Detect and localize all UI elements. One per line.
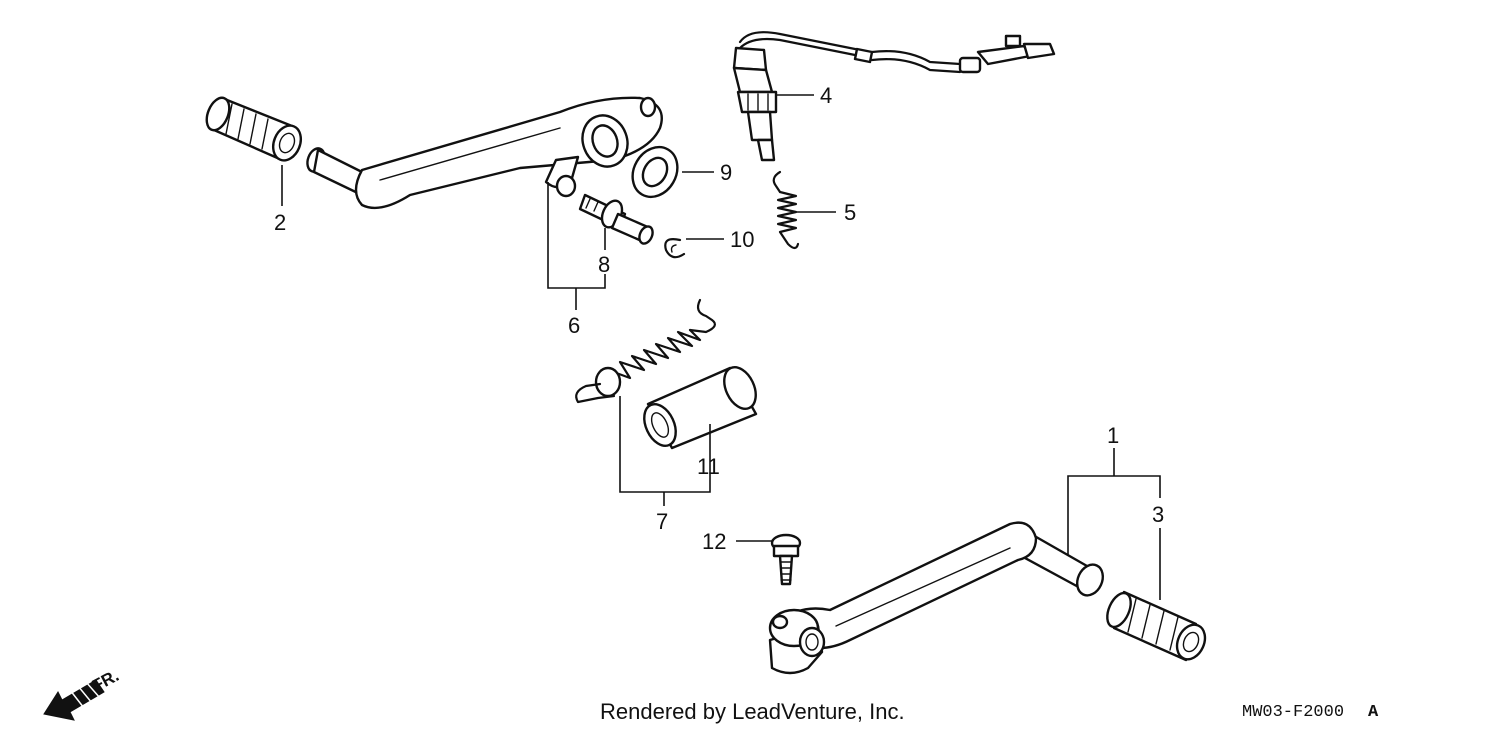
bolt-12[interactable] (770, 533, 802, 586)
diagram-code-suffix: A (1368, 703, 1379, 722)
callout-3: 3 (1152, 502, 1164, 527)
callout-11: 11 (697, 454, 720, 479)
return-spring[interactable] (575, 298, 716, 404)
callout-5: 5 (844, 200, 856, 225)
callout-9: 9 (720, 160, 732, 185)
gearshift-pedal[interactable] (768, 521, 1108, 675)
pivot-bolt[interactable] (578, 193, 655, 246)
gearshift-rubber[interactable] (1103, 589, 1211, 663)
front-direction-arrow-icon (43, 679, 105, 721)
footpeg-rubber-upper[interactable] (202, 94, 305, 164)
diagram-code: MW03-F2000 (1242, 703, 1344, 722)
washer[interactable] (624, 139, 686, 205)
brake-light-switch[interactable] (732, 31, 1056, 162)
callout-7: 7 (656, 509, 668, 534)
callout-4: 4 (820, 83, 832, 108)
callout-12: 12 (702, 529, 726, 554)
callout-8: 8 (598, 252, 610, 277)
spring-collar[interactable] (638, 362, 762, 451)
callout-1: 1 (1107, 423, 1119, 448)
callout-2: 2 (274, 210, 286, 235)
credit-text: Rendered by LeadVenture, Inc. (600, 699, 905, 724)
brake-pedal-arm[interactable] (304, 96, 663, 210)
snap-ring[interactable] (664, 238, 686, 259)
callout-10: 10 (730, 227, 754, 252)
leader-lines (281, 94, 1161, 600)
callout-6: 6 (568, 313, 580, 338)
brake-light-spring[interactable] (772, 170, 800, 250)
